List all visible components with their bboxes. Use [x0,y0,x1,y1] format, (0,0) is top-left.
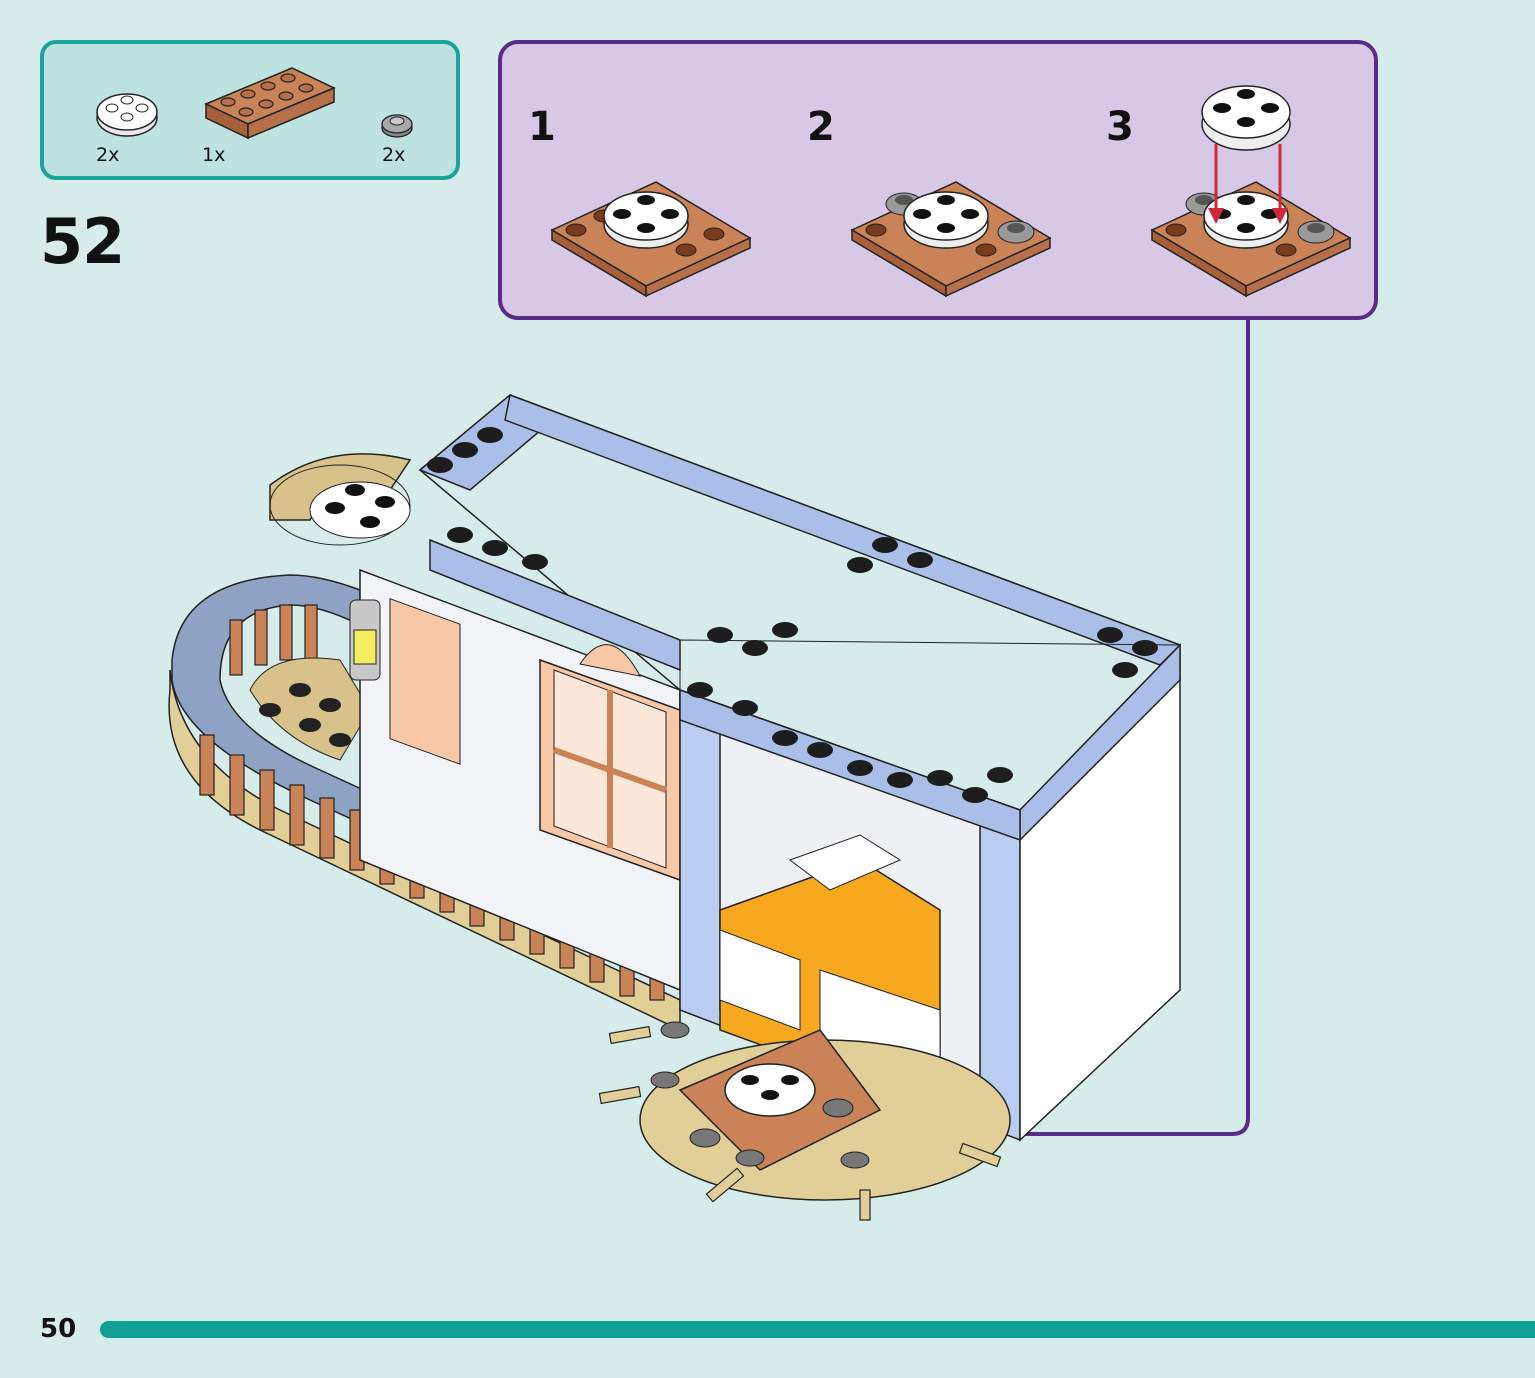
part-qty: 2x [382,144,406,166]
white-round-plate-icon [96,93,158,137]
substep-3-illustration [1150,85,1352,298]
parts-list-box: 2x 1x 2x [40,40,460,180]
grey-round-stud-icon [381,114,413,138]
placement-arrow-icon [1208,144,1288,224]
substep-number: 3 [1106,104,1134,150]
substep-1-illustration [550,181,752,298]
progress-bar [100,1321,1535,1338]
main-model-illustration [168,393,1182,1221]
step-number: 52 [40,205,125,278]
substep-box: 1 2 3 [498,40,1378,320]
brown-plate-2x4-icon [204,67,336,140]
substep-number: 1 [528,104,556,150]
part-qty: 1x [202,144,226,166]
part-qty: 2x [96,144,120,166]
substep-2-illustration [850,181,1052,298]
substep-number: 2 [807,104,835,150]
page-number: 50 [40,1314,77,1344]
